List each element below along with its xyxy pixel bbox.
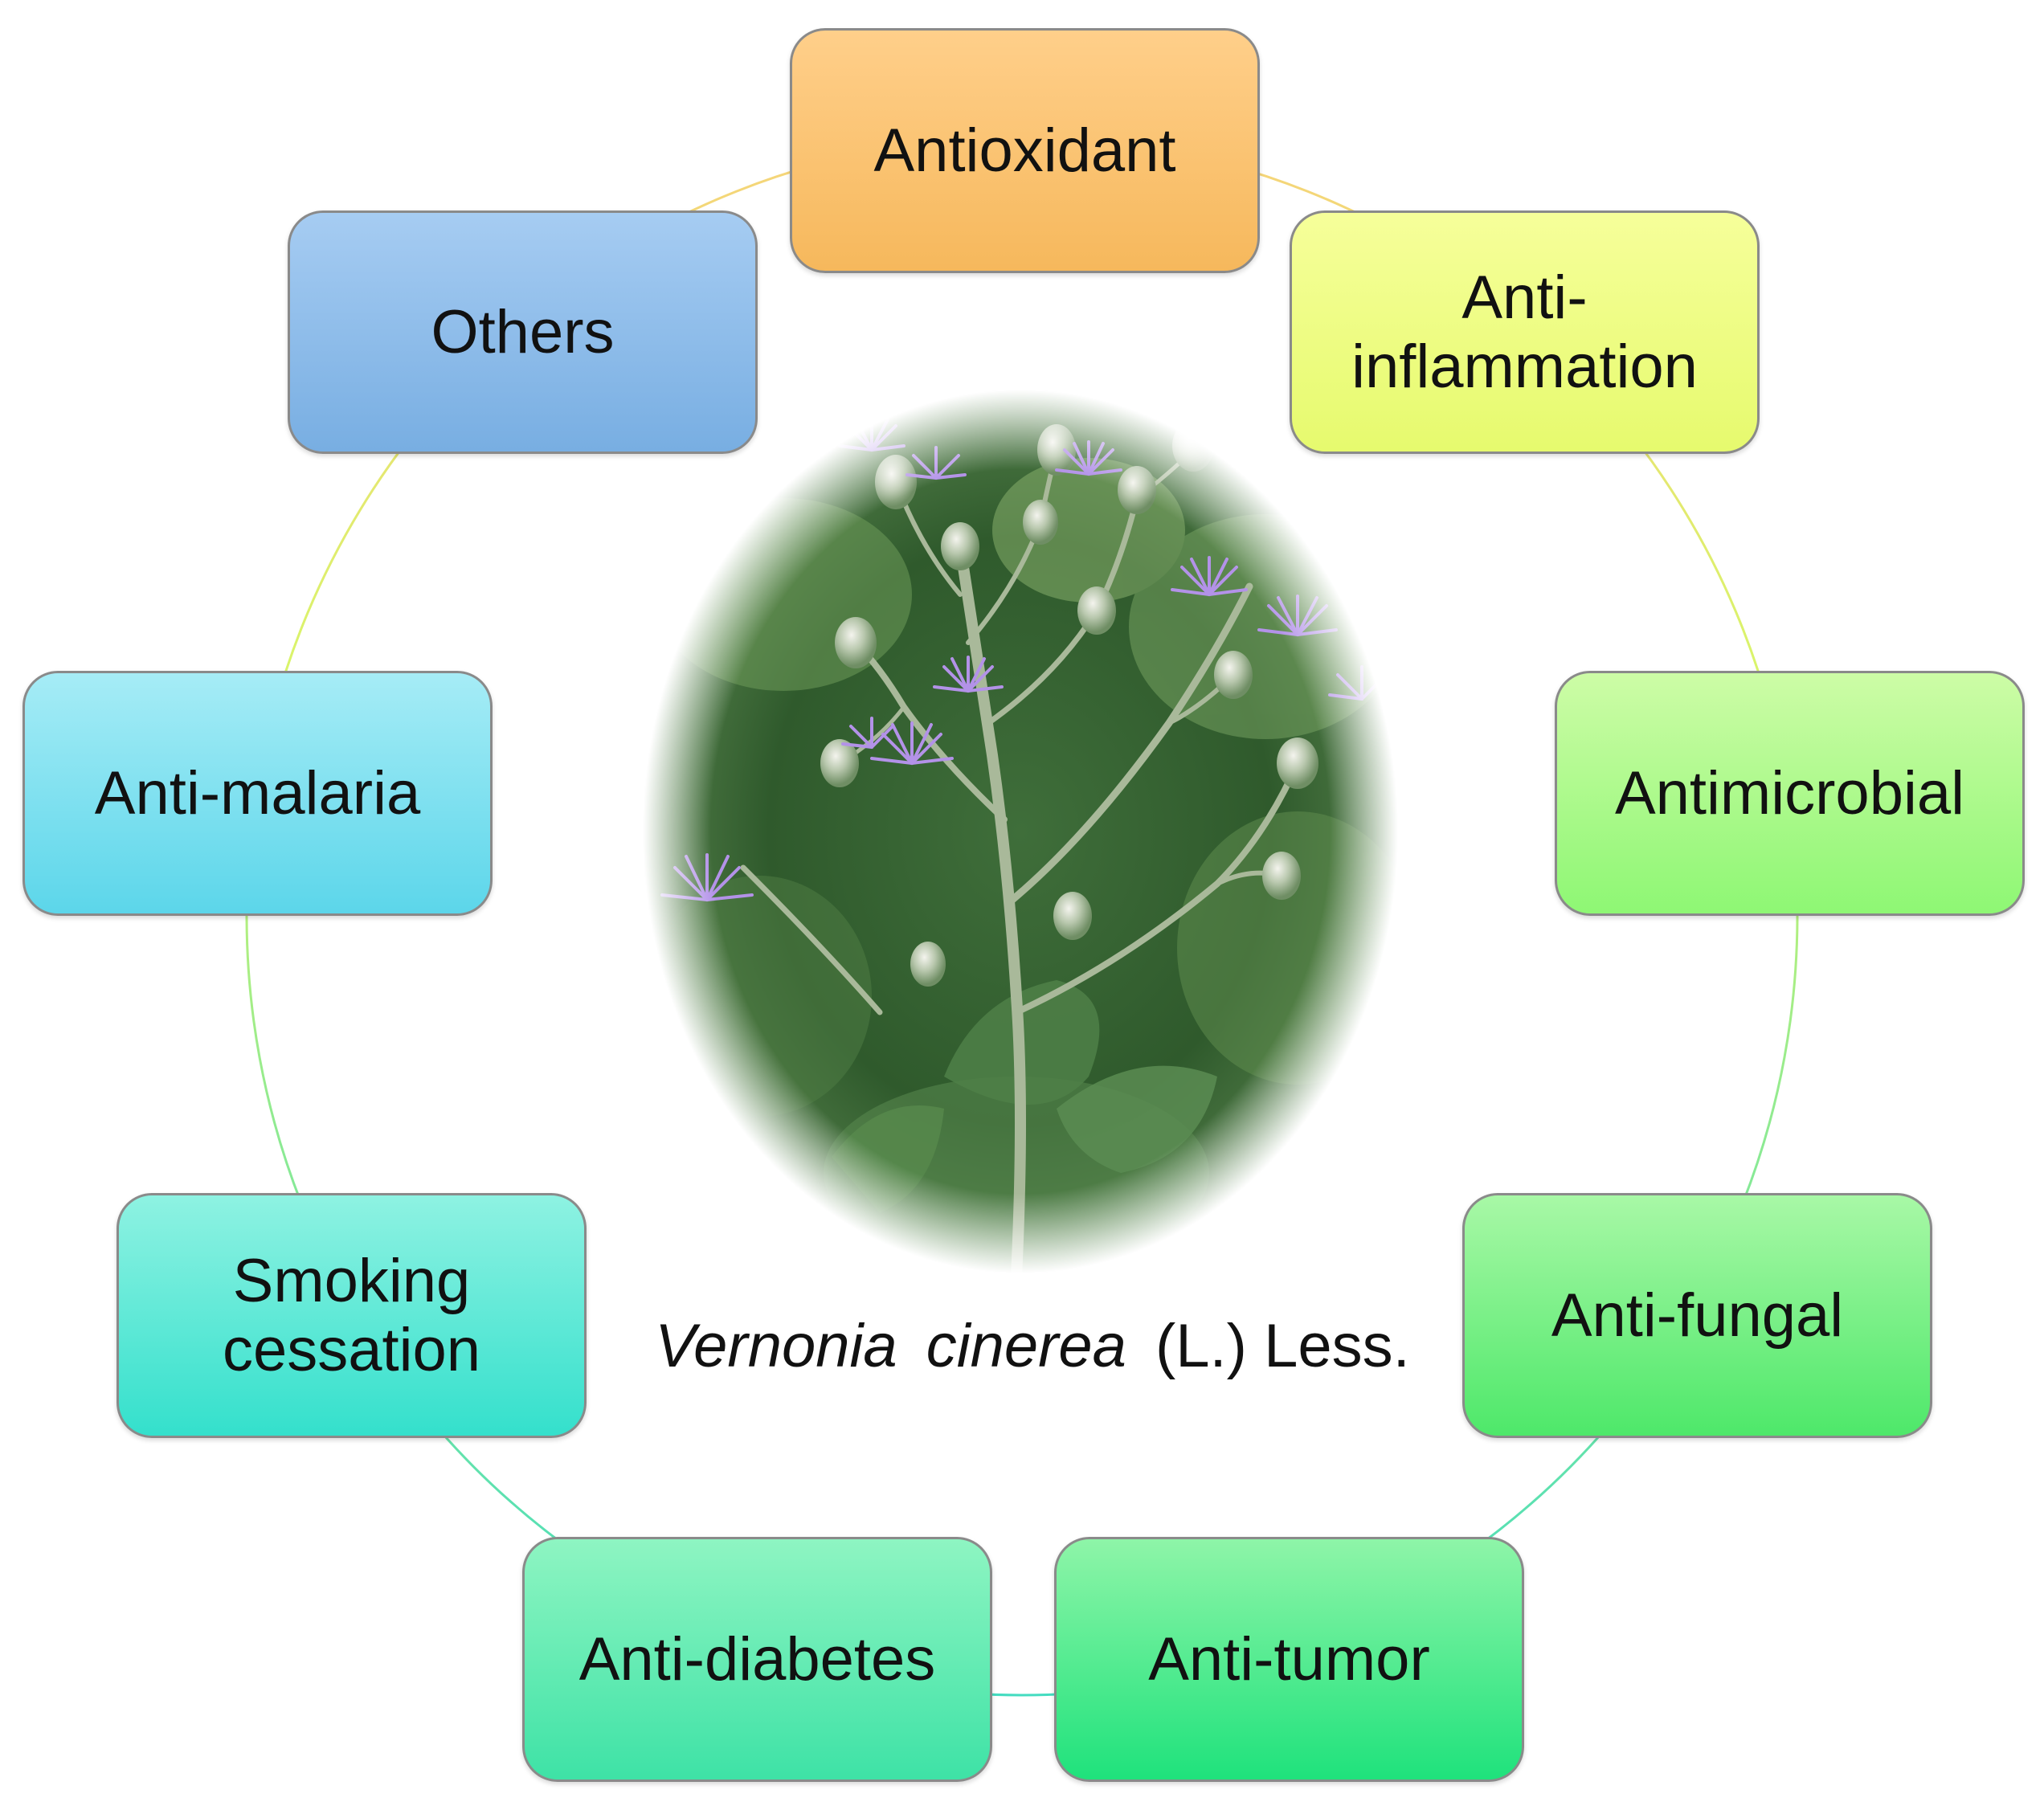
antimicrobial-box: Antimicrobial: [1555, 671, 2025, 916]
anti-inflammation-label: Anti- inflammation: [1351, 264, 1698, 401]
antioxidant-box: Antioxidant: [790, 28, 1260, 273]
anti-diabetes-label: Anti-diabetes: [578, 1624, 936, 1694]
anti-fungal-label: Anti-fungal: [1551, 1281, 1844, 1350]
antioxidant-label: Antioxidant: [873, 116, 1176, 185]
anti-malaria-label: Anti-malaria: [94, 758, 421, 827]
anti-tumor-label: Anti-tumor: [1148, 1624, 1430, 1694]
anti-malaria-box: Anti-malaria: [22, 671, 493, 916]
anti-diabetes-box: Anti-diabetes: [522, 1537, 992, 1782]
anti-fungal-box: Anti-fungal: [1462, 1193, 1932, 1438]
plant-photo: [639, 386, 1418, 1283]
others-label: Others: [431, 297, 615, 366]
caption-genus: Vernonia: [655, 1311, 897, 1380]
smoking-cessation-box: Smoking cessation: [117, 1193, 587, 1438]
antimicrobial-label: Antimicrobial: [1614, 758, 1965, 827]
anti-tumor-box: Anti-tumor: [1054, 1537, 1524, 1782]
caption-authority: (L.) Less.: [1155, 1311, 1410, 1380]
caption-species: cinerea: [926, 1311, 1126, 1380]
smoking-cessation-label: Smoking cessation: [222, 1247, 481, 1384]
species-caption: Vernonia cinerea (L.) Less.: [615, 1301, 1450, 1390]
